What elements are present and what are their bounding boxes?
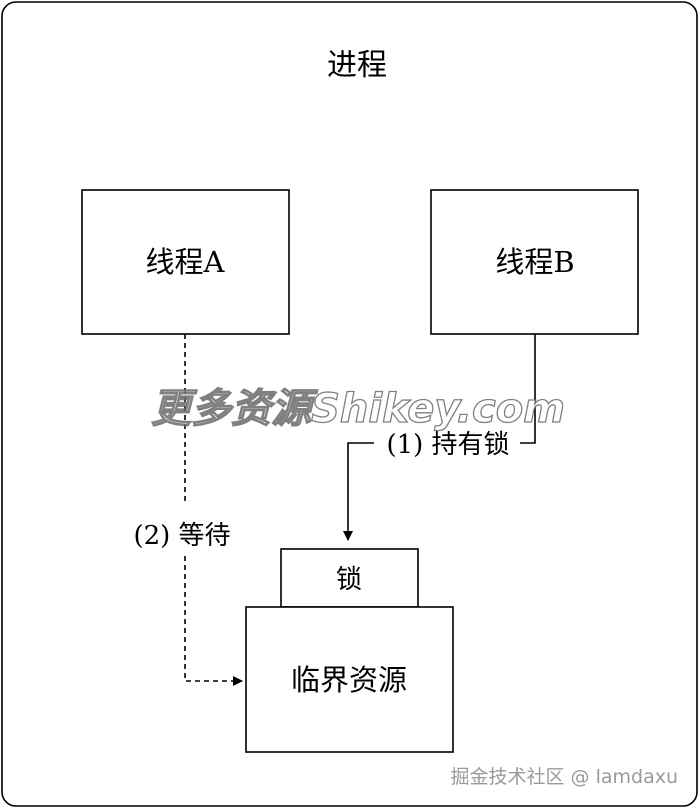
hold-lock-edge xyxy=(520,334,536,444)
thread-b-label: 线程B xyxy=(495,245,574,279)
thread-b-box xyxy=(430,189,639,335)
wait-edge-lower xyxy=(184,556,243,686)
lock-box xyxy=(280,548,419,608)
process-label: 进程 xyxy=(327,48,387,83)
critical-resource-box xyxy=(245,606,454,753)
thread-a-label: 线程A xyxy=(146,245,226,279)
wait-label: (2) 等待 xyxy=(133,521,230,551)
hold-lock-arrow xyxy=(343,442,374,541)
hold-lock-label: (1) 持有锁 xyxy=(386,430,509,460)
thread-a-box xyxy=(81,189,290,335)
critical-resource-label: 临界资源 xyxy=(291,663,407,697)
watermark-corner: 掘金技术社区 @ lamdaxu xyxy=(451,766,679,788)
watermark-center: 更多资源Shikey.com xyxy=(151,386,565,432)
lock-label: 锁 xyxy=(336,565,362,595)
